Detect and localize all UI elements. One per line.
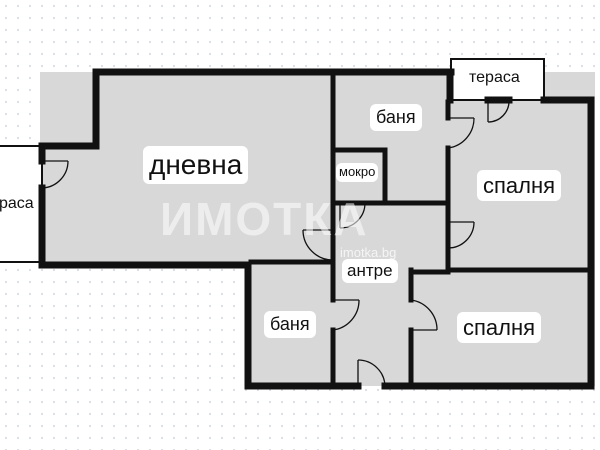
room-label-living: дневна	[143, 146, 249, 185]
door-bedroom-bottom	[410, 299, 438, 331]
living-room-area	[40, 72, 595, 267]
door-terrace-top	[487, 99, 510, 123]
door-living	[302, 229, 334, 261]
room-label-wet: мокро	[336, 163, 379, 182]
room-label-bedroom-right: спалня	[477, 170, 562, 202]
door-terrace-left	[41, 160, 69, 189]
door-bedroom-right	[447, 221, 475, 249]
room-label-terrace-top: тераса	[466, 68, 523, 89]
door-bath-top	[447, 117, 475, 149]
outer-walls	[38, 68, 595, 390]
door-bath-bottom	[332, 299, 360, 331]
room-label-hall: антре	[342, 259, 398, 283]
door-entrance	[357, 359, 386, 387]
door-wet	[339, 202, 366, 229]
doors	[41, 99, 510, 387]
room-label-bedroom-bottom: спалня	[457, 312, 542, 344]
room-label-terrace-left: раса	[0, 194, 36, 215]
room-label-bath-bottom: баня	[264, 311, 316, 338]
room-label-bath-top: баня	[370, 104, 422, 131]
interior-walls	[248, 73, 591, 386]
